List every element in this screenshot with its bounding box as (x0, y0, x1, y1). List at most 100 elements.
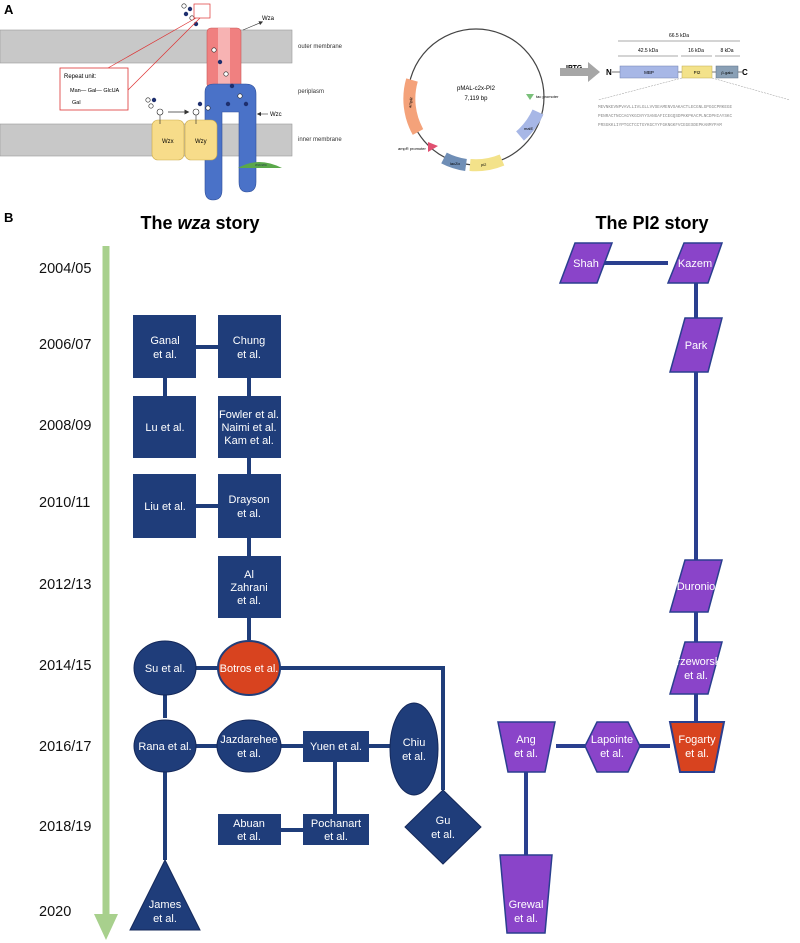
lipid-linked-units (145, 97, 200, 124)
zoom-seq-line-1 (597, 77, 683, 101)
node-shah (558, 242, 614, 284)
node-duronio-text: Duronio (677, 581, 716, 593)
wzx-label: Wzx (162, 139, 174, 145)
tac-promoter-label: tac promoter (536, 94, 559, 99)
n-terminus: N (606, 68, 612, 77)
node-chiu-text-1: Chiu (403, 737, 426, 749)
total-kda-label: 66.5 kDa (669, 33, 689, 39)
node-chiu (389, 702, 439, 796)
node-fogarty-text-1: Fogarty (678, 734, 716, 746)
wza-channel (218, 28, 230, 88)
node-ganal-text-1: Ganal (150, 335, 179, 347)
node-gu (404, 789, 482, 865)
outer-membrane-label: outer membrane (298, 44, 343, 50)
node-fowler-text-1: Fowler et al. (219, 409, 279, 421)
male-label: malE (524, 126, 533, 131)
node-chung-text-1: Chung (233, 335, 265, 347)
year-label-2010: 2010/11 (39, 495, 90, 511)
node-ang-text-2: et al. (514, 748, 538, 760)
node-lapointe-text-2: et al. (600, 748, 624, 760)
pi2-story-title: The PI2 story (595, 213, 708, 233)
wzx-protein (151, 119, 185, 161)
node-park-text: Park (685, 340, 708, 352)
panel-a-label: A (4, 2, 14, 17)
repeat-unit-line1: Man— Gal— GlcUA (70, 88, 120, 94)
node-grewal-text-2: et al. (514, 913, 538, 925)
pi2-kda-label: 16 kDa (688, 48, 704, 54)
node-yuen (303, 731, 369, 762)
node-kazem (666, 242, 724, 284)
polysaccharide-chain (181, 3, 249, 111)
node-rana (133, 719, 197, 773)
wzb-protein (238, 162, 282, 168)
node-pochanart-text-1: Pochanart (311, 818, 361, 830)
node-duronio (669, 559, 723, 613)
wza-connectors (163, 345, 445, 860)
node-chung-text-2: et al. (237, 349, 261, 361)
repeat-unit-line2: Gal (72, 100, 81, 106)
plasmid-size: 7,119 bp (465, 96, 489, 102)
lacza-label: lacZα (450, 161, 461, 166)
bgal-domain (715, 65, 739, 79)
male-gene (515, 109, 544, 141)
node-fogarty-text-2: et al. (685, 748, 709, 760)
node-botros-text: Botros et al. (220, 663, 279, 675)
ampr-gene (403, 78, 424, 135)
year-label-2012: 2012/13 (39, 577, 91, 593)
panel-b-label: B (4, 210, 13, 225)
node-ganal (133, 315, 196, 378)
node-shah-text: Shah (573, 258, 599, 270)
node-kazem-text: Kazem (678, 258, 712, 270)
node-alzahrani-text-1: Al (244, 569, 254, 581)
node-fogarty (668, 721, 726, 773)
node-alzahrani-text-3: et al. (237, 595, 261, 607)
node-przeworski-text-1: Przeworski (669, 656, 723, 668)
node-gu-text-1: Gu (436, 815, 451, 827)
wzy-label: Wzy (195, 139, 207, 145)
year-label-2004: 2004/05 (39, 261, 91, 277)
node-james-text-1: James (149, 899, 182, 911)
node-lu-text: Lu et al. (145, 422, 184, 434)
wza-label: Wza (262, 16, 275, 22)
zoom-box (193, 3, 211, 19)
node-lu (133, 396, 196, 458)
node-james (129, 858, 201, 931)
repeat-unit-title: Repeat unit: (64, 74, 97, 80)
node-lapointe (584, 721, 641, 773)
wzb-label: Wzb/Wzi (255, 163, 267, 167)
node-przeworski-text-2: et al. (684, 670, 708, 682)
sequence-line-2: PENRACTNCCAGYKGCNYYSANGAFICEGQSDPKKPKACP… (598, 114, 733, 119)
zoom-seq-line-2 (711, 77, 791, 101)
year-label-2020: 2020 (39, 904, 71, 920)
node-fowler-text-2: Naimi et al. (221, 422, 276, 434)
node-abuan-text-2: et al. (237, 831, 261, 843)
pi2-domain-label: PI2 (694, 70, 701, 75)
plasmid-name: pMAL-c2x-PI2 (457, 86, 496, 92)
node-abuan (218, 814, 281, 845)
node-james-text-2: et al. (153, 913, 177, 925)
wza-pointer (242, 21, 264, 31)
node-fowler-text-3: Kam et al. (224, 435, 274, 447)
node-al-zahrani (218, 556, 281, 618)
lacza-gene (441, 152, 468, 171)
bgal-label: β-galα (721, 70, 733, 75)
year-label-2016: 2016/17 (39, 739, 91, 755)
node-drayson (218, 474, 281, 538)
node-gu-text-2: et al. (431, 829, 455, 841)
mbp-label: MBP (644, 70, 654, 75)
mbp-kda-label: 42.5 kDa (638, 48, 658, 54)
node-chung (218, 315, 281, 378)
repeat-unit-box (59, 67, 129, 111)
node-su-text: Su et al. (145, 663, 185, 675)
c-terminus: C (742, 68, 748, 77)
node-abuan-text-1: Abuan (233, 818, 265, 830)
node-ganal-text-2: et al. (153, 349, 177, 361)
periplasm-label: periplasm (298, 89, 324, 95)
node-grewal (499, 854, 553, 934)
wzc-label: Wzc (270, 112, 282, 118)
node-jazdarehee-text-2: et al. (237, 748, 261, 760)
wzy-protein (184, 119, 218, 161)
zoom-line-1 (107, 17, 197, 69)
node-ang-text-1: Ang (516, 734, 536, 746)
